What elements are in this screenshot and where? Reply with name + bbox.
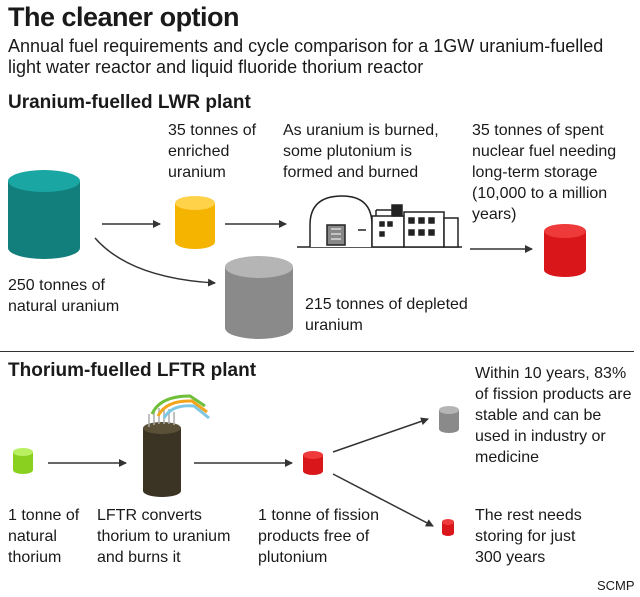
enriched-uranium-label: 35 tonnes of enriched uranium	[168, 122, 257, 181]
spent-fuel-cylinder	[544, 224, 586, 277]
natural-uranium-cylinder	[8, 170, 80, 259]
depleted-uranium-label: 215 tonnes of depleted uranium	[305, 296, 468, 334]
section-divider	[0, 351, 634, 352]
natural-uranium-label: 250 tonnes of natural uranium	[8, 277, 120, 315]
stable-products-cylinder	[439, 406, 459, 433]
lftr-reactor-icon	[143, 394, 210, 497]
source-credit: SCMP	[597, 578, 635, 593]
page-subtitle: Annual fuel requirements and cycle compa…	[8, 36, 604, 77]
rest-storage-cylinder	[442, 519, 454, 536]
depleted-uranium-cylinder	[225, 256, 293, 339]
reactor-plant-icon	[297, 195, 462, 248]
natural-thorium-label: 1 tonne of natural thorium	[8, 507, 80, 566]
plutonium-note-label: As uranium is burned, some plutonium is …	[283, 122, 439, 181]
spent-fuel-label: 35 tonnes of spent nuclear fuel needing …	[472, 122, 617, 223]
uranium-section-heading: Uranium-fuelled LWR plant	[8, 92, 251, 113]
stable-products-label: Within 10 years, 83% of fission products…	[475, 365, 632, 466]
fission-products-label: 1 tonne of fission products free of plut…	[258, 507, 379, 566]
natural-thorium-cylinder	[13, 448, 33, 474]
page-title: The cleaner option	[8, 2, 240, 32]
enriched-uranium-cylinder	[175, 196, 215, 249]
arrow-to-stable-products	[332, 417, 429, 453]
rest-storage-label: The rest needs storing for just 300 year…	[475, 507, 582, 566]
lftr-converts-label: LFTR converts thorium to uranium and bur…	[97, 507, 231, 566]
arrow-to-rest-storage	[332, 473, 434, 527]
arrow-to-depleted	[94, 237, 216, 287]
thorium-section-heading: Thorium-fuelled LFTR plant	[8, 360, 257, 381]
fission-products-cylinder	[303, 451, 323, 475]
